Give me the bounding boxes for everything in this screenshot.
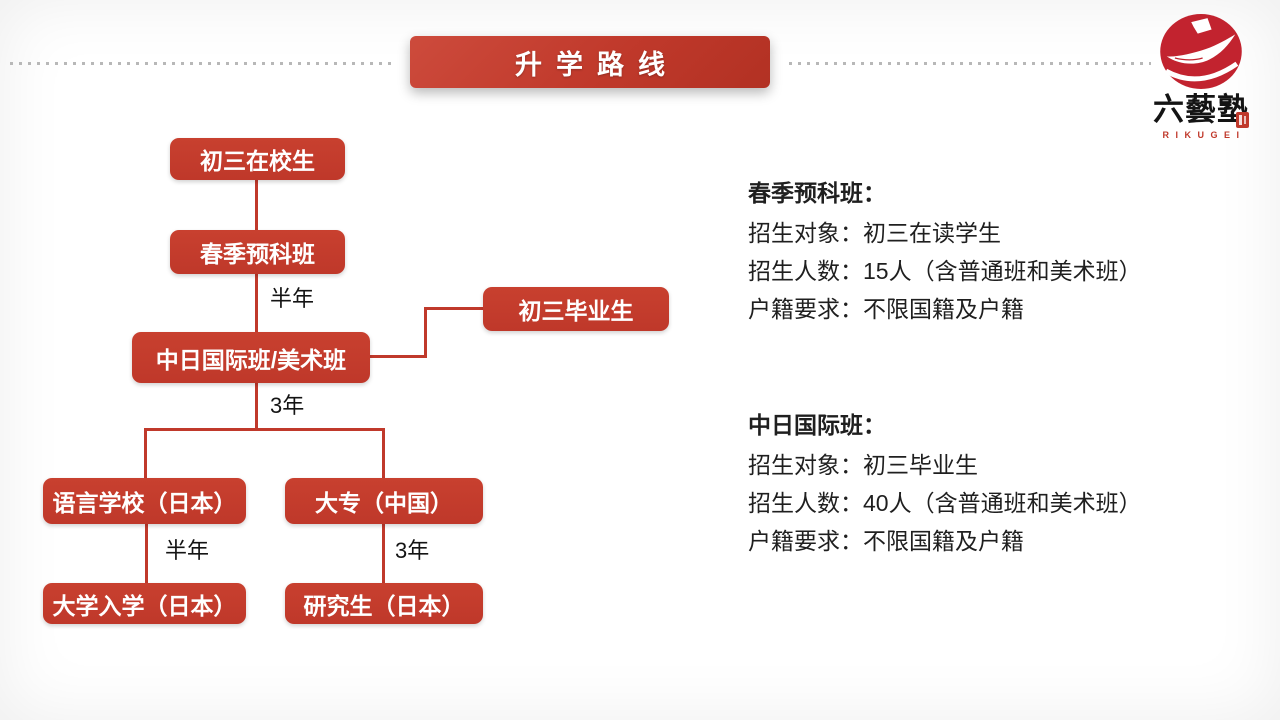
info-line-residency: 户籍要求：不限国籍及户籍 — [748, 528, 1024, 554]
flow-node-label: 大学入学（日本） — [52, 592, 237, 619]
flow-node-label: 春季预科班 — [200, 241, 315, 267]
connector-graduate-elbow-h2 — [424, 307, 485, 310]
info-line-quota: 招生人数：15人（含普通班和美术班） — [748, 258, 1142, 284]
flow-node-junior3-graduate: 初三毕业生 — [483, 287, 669, 331]
info-line-target: 招生对象：初三在读学生 — [748, 220, 1001, 246]
flow-node-university-japan: 大学入学（日本） — [43, 583, 246, 624]
flow-node-college-china: 大专（中国） — [285, 478, 483, 524]
info-heading: 中日国际班： — [748, 412, 886, 438]
logo: 六藝塾 RIKUGEI — [1145, 14, 1257, 140]
connector-branch-right-drop — [382, 428, 385, 479]
flow-node-label: 初三毕业生 — [518, 298, 634, 324]
info-block-spring-prep: 春季预科班： 招生对象：初三在读学生 招生人数：15人（含普通班和美术班） 户籍… — [748, 180, 1188, 334]
edge-label-intl-to-branch: 3年 — [270, 393, 305, 418]
connector-branch-left-drop — [144, 428, 147, 479]
logo-romaji: RIKUGEI — [1162, 130, 1246, 140]
flow-node-junior3-current: 初三在校生 — [170, 138, 345, 180]
logo-seal-icon — [1236, 112, 1249, 128]
flow-node-label: 中日国际班/美术班 — [155, 346, 347, 373]
info-line-target: 招生对象：初三毕业生 — [748, 452, 978, 478]
connector-branch-horizontal — [144, 428, 385, 431]
connector-current-to-prep — [255, 180, 258, 231]
flow-node-label: 研究生（日本） — [303, 592, 465, 619]
info-block-intl-class: 中日国际班： 招生对象：初三毕业生 招生人数：40人（含普通班和美术班） 户籍要… — [748, 412, 1188, 566]
flow-node-language-school: 语言学校（日本） — [43, 478, 246, 524]
connector-language-to-univ — [145, 523, 148, 584]
info-line-residency: 户籍要求：不限国籍及户籍 — [748, 296, 1024, 322]
dotted-divider-right — [789, 62, 1151, 65]
connector-graduate-elbow-v — [424, 307, 427, 358]
title-banner: 升学路线 — [410, 36, 770, 88]
flow-node-label: 语言学校（日本） — [52, 490, 237, 516]
flow-node-label: 初三在校生 — [200, 148, 315, 174]
flow-node-label: 大专（中国） — [315, 490, 453, 516]
flow-node-spring-prep: 春季预科班 — [170, 230, 345, 274]
logo-mark-icon — [1160, 14, 1242, 89]
info-heading: 春季预科班： — [748, 180, 886, 206]
flow-node-graduate-japan: 研究生（日本） — [285, 583, 483, 624]
connector-graduate-elbow-h1 — [368, 355, 427, 358]
page-title: 升学路线 — [515, 49, 679, 80]
edge-label-prep-to-intl: 半年 — [270, 286, 315, 311]
connector-prep-to-intl — [255, 273, 258, 333]
connector-college-to-grad — [382, 523, 385, 584]
connector-intl-to-branch — [255, 382, 258, 431]
info-line-quota: 招生人数：40人（含普通班和美术班） — [748, 490, 1142, 516]
edge-label-college-to-grad: 3年 — [395, 538, 430, 563]
flow-node-intl-class: 中日国际班/美术班 — [132, 332, 370, 383]
edge-label-language-to-univ: 半年 — [165, 538, 210, 563]
dotted-divider-left — [10, 62, 393, 65]
logo-name: 六藝塾 — [1153, 92, 1249, 128]
